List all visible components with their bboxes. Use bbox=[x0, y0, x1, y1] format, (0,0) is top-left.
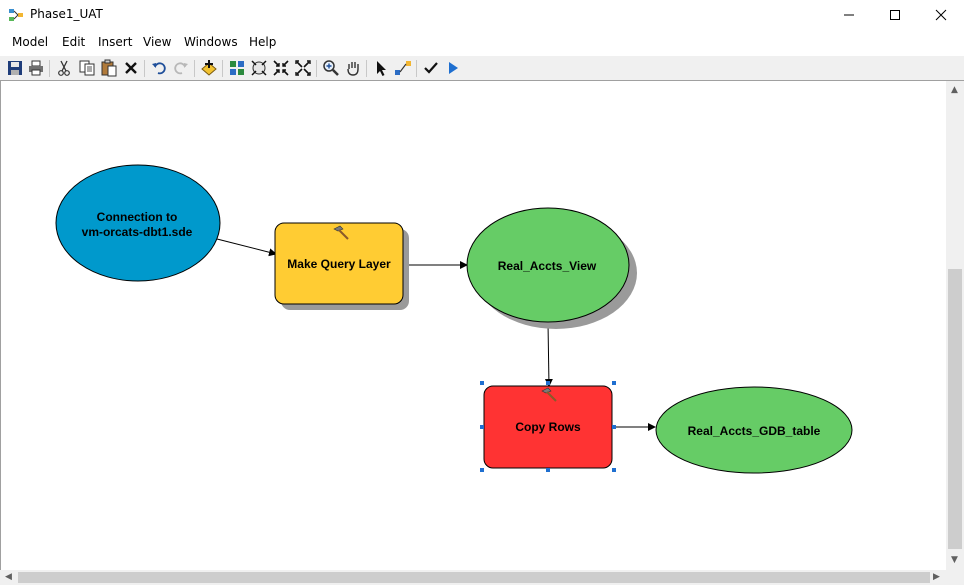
fixed-zoom-out-button[interactable] bbox=[294, 59, 312, 77]
hammer-icon bbox=[541, 387, 557, 402]
validate-icon bbox=[424, 62, 438, 74]
zoom-in-button[interactable] bbox=[322, 59, 340, 77]
validate-button[interactable] bbox=[422, 59, 440, 77]
pan-button[interactable] bbox=[344, 59, 362, 77]
full-extent-button[interactable] bbox=[250, 59, 268, 77]
node-real-accts-view-label: Real_Accts_View bbox=[498, 259, 597, 273]
add-data-button[interactable] bbox=[200, 59, 218, 77]
menu-windows[interactable]: Windows bbox=[184, 35, 238, 49]
model-diagram: Connection to vm-orcats-dbt1.sde Make Qu… bbox=[55, 164, 853, 474]
node-connection-shape bbox=[55, 164, 221, 282]
scrollbar-corner bbox=[946, 570, 964, 585]
title-bar: Phase1_UAT bbox=[0, 0, 964, 30]
connector-view-to-copy-rows[interactable] bbox=[544, 322, 553, 387]
connect-button[interactable] bbox=[394, 59, 412, 77]
node-real-accts-gdb-table[interactable]: Real_Accts_GDB_table bbox=[655, 386, 853, 474]
menu-view[interactable]: View bbox=[143, 35, 172, 49]
minimize-button[interactable] bbox=[826, 0, 872, 30]
node-copy-rows-label: Copy Rows bbox=[515, 420, 581, 434]
toolbar-separator bbox=[222, 60, 223, 77]
node-connection-label-line2: vm-orcats-dbt1.sde bbox=[82, 225, 193, 239]
model-canvas[interactable]: Connection to vm-orcats-dbt1.sde Make Qu… bbox=[0, 81, 946, 570]
toolbar bbox=[0, 56, 964, 81]
cut-button[interactable] bbox=[55, 59, 73, 77]
toolbar-separator bbox=[194, 60, 195, 77]
zoom-in-icon bbox=[323, 60, 339, 76]
run-button[interactable] bbox=[444, 59, 462, 77]
close-icon bbox=[935, 9, 947, 21]
menu-edit[interactable]: Edit bbox=[62, 35, 86, 49]
node-connection-sde[interactable]: Connection to vm-orcats-dbt1.sde bbox=[55, 164, 221, 282]
undo-button[interactable] bbox=[150, 59, 168, 77]
paste-button[interactable] bbox=[100, 59, 118, 77]
redo-icon bbox=[174, 62, 188, 75]
node-real-accts-gdb-table-label: Real_Accts_GDB_table bbox=[688, 424, 821, 438]
selection-handles[interactable] bbox=[480, 381, 616, 472]
scroll-down-icon[interactable]: ▼ bbox=[951, 555, 958, 565]
node-connection-label-line1: Connection to bbox=[97, 210, 178, 224]
node-make-query-layer-shape bbox=[274, 222, 404, 305]
scroll-up-icon[interactable]: ▲ bbox=[951, 85, 958, 95]
save-icon bbox=[8, 61, 22, 75]
cut-icon bbox=[58, 60, 70, 76]
copy-button[interactable] bbox=[78, 59, 96, 77]
connector-connection-to-make-query-layer[interactable] bbox=[216, 238, 277, 257]
copy-icon bbox=[79, 60, 95, 76]
run-icon bbox=[449, 62, 458, 74]
vertical-scrollbar[interactable]: ▲ ▼ bbox=[946, 81, 964, 570]
select-button[interactable] bbox=[372, 59, 390, 77]
fixed-zoom-out-icon bbox=[295, 60, 311, 76]
minimize-icon bbox=[844, 14, 854, 16]
node-real-accts-view-shape bbox=[466, 207, 630, 323]
toolbar-separator bbox=[316, 60, 317, 77]
modelbuilder-app-icon bbox=[9, 9, 23, 21]
scroll-left-icon[interactable]: ◀ bbox=[5, 572, 12, 582]
save-button[interactable] bbox=[6, 59, 24, 77]
toolbar-separator bbox=[366, 60, 367, 77]
menu-bar: Model Edit Insert View Windows Help bbox=[0, 31, 964, 55]
node-copy-rows[interactable]: Copy Rows bbox=[480, 381, 616, 472]
pan-icon bbox=[347, 62, 359, 76]
add-data-icon bbox=[201, 60, 217, 76]
close-button[interactable] bbox=[918, 0, 964, 30]
node-make-query-layer[interactable]: Make Query Layer bbox=[274, 222, 409, 310]
menu-help[interactable]: Help bbox=[249, 35, 277, 49]
auto-layout-icon bbox=[230, 61, 244, 75]
maximize-icon bbox=[890, 10, 900, 20]
delete-button[interactable] bbox=[122, 59, 140, 77]
menu-model[interactable]: Model bbox=[12, 35, 49, 49]
fixed-zoom-in-icon bbox=[273, 60, 289, 76]
fixed-zoom-in-button[interactable] bbox=[272, 59, 290, 77]
node-real-accts-view[interactable]: Real_Accts_View bbox=[466, 207, 637, 329]
redo-button[interactable] bbox=[172, 59, 190, 77]
vertical-scroll-thumb[interactable] bbox=[948, 269, 962, 549]
menu-insert[interactable]: Insert bbox=[98, 35, 133, 49]
toolbar-separator bbox=[144, 60, 145, 77]
full-extent-icon bbox=[251, 60, 267, 76]
print-icon bbox=[29, 60, 43, 76]
horizontal-scrollbar[interactable]: ◀ ▶ bbox=[0, 570, 946, 585]
maximize-button[interactable] bbox=[872, 0, 918, 30]
window-title: Phase1_UAT bbox=[30, 7, 103, 21]
horizontal-scroll-thumb[interactable] bbox=[18, 572, 930, 583]
auto-layout-button[interactable] bbox=[228, 59, 246, 77]
print-button[interactable] bbox=[27, 59, 45, 77]
select-icon bbox=[377, 61, 386, 76]
undo-icon bbox=[152, 62, 166, 75]
node-make-query-layer-label: Make Query Layer bbox=[287, 257, 391, 271]
delete-icon bbox=[125, 62, 137, 74]
paste-icon bbox=[101, 59, 117, 77]
scroll-right-icon[interactable]: ▶ bbox=[933, 572, 940, 582]
hammer-icon bbox=[333, 225, 349, 240]
toolbar-separator bbox=[49, 60, 50, 77]
connect-icon bbox=[395, 61, 411, 75]
toolbar-separator bbox=[416, 60, 417, 77]
node-real-accts-gdb-table-shape bbox=[655, 386, 853, 474]
